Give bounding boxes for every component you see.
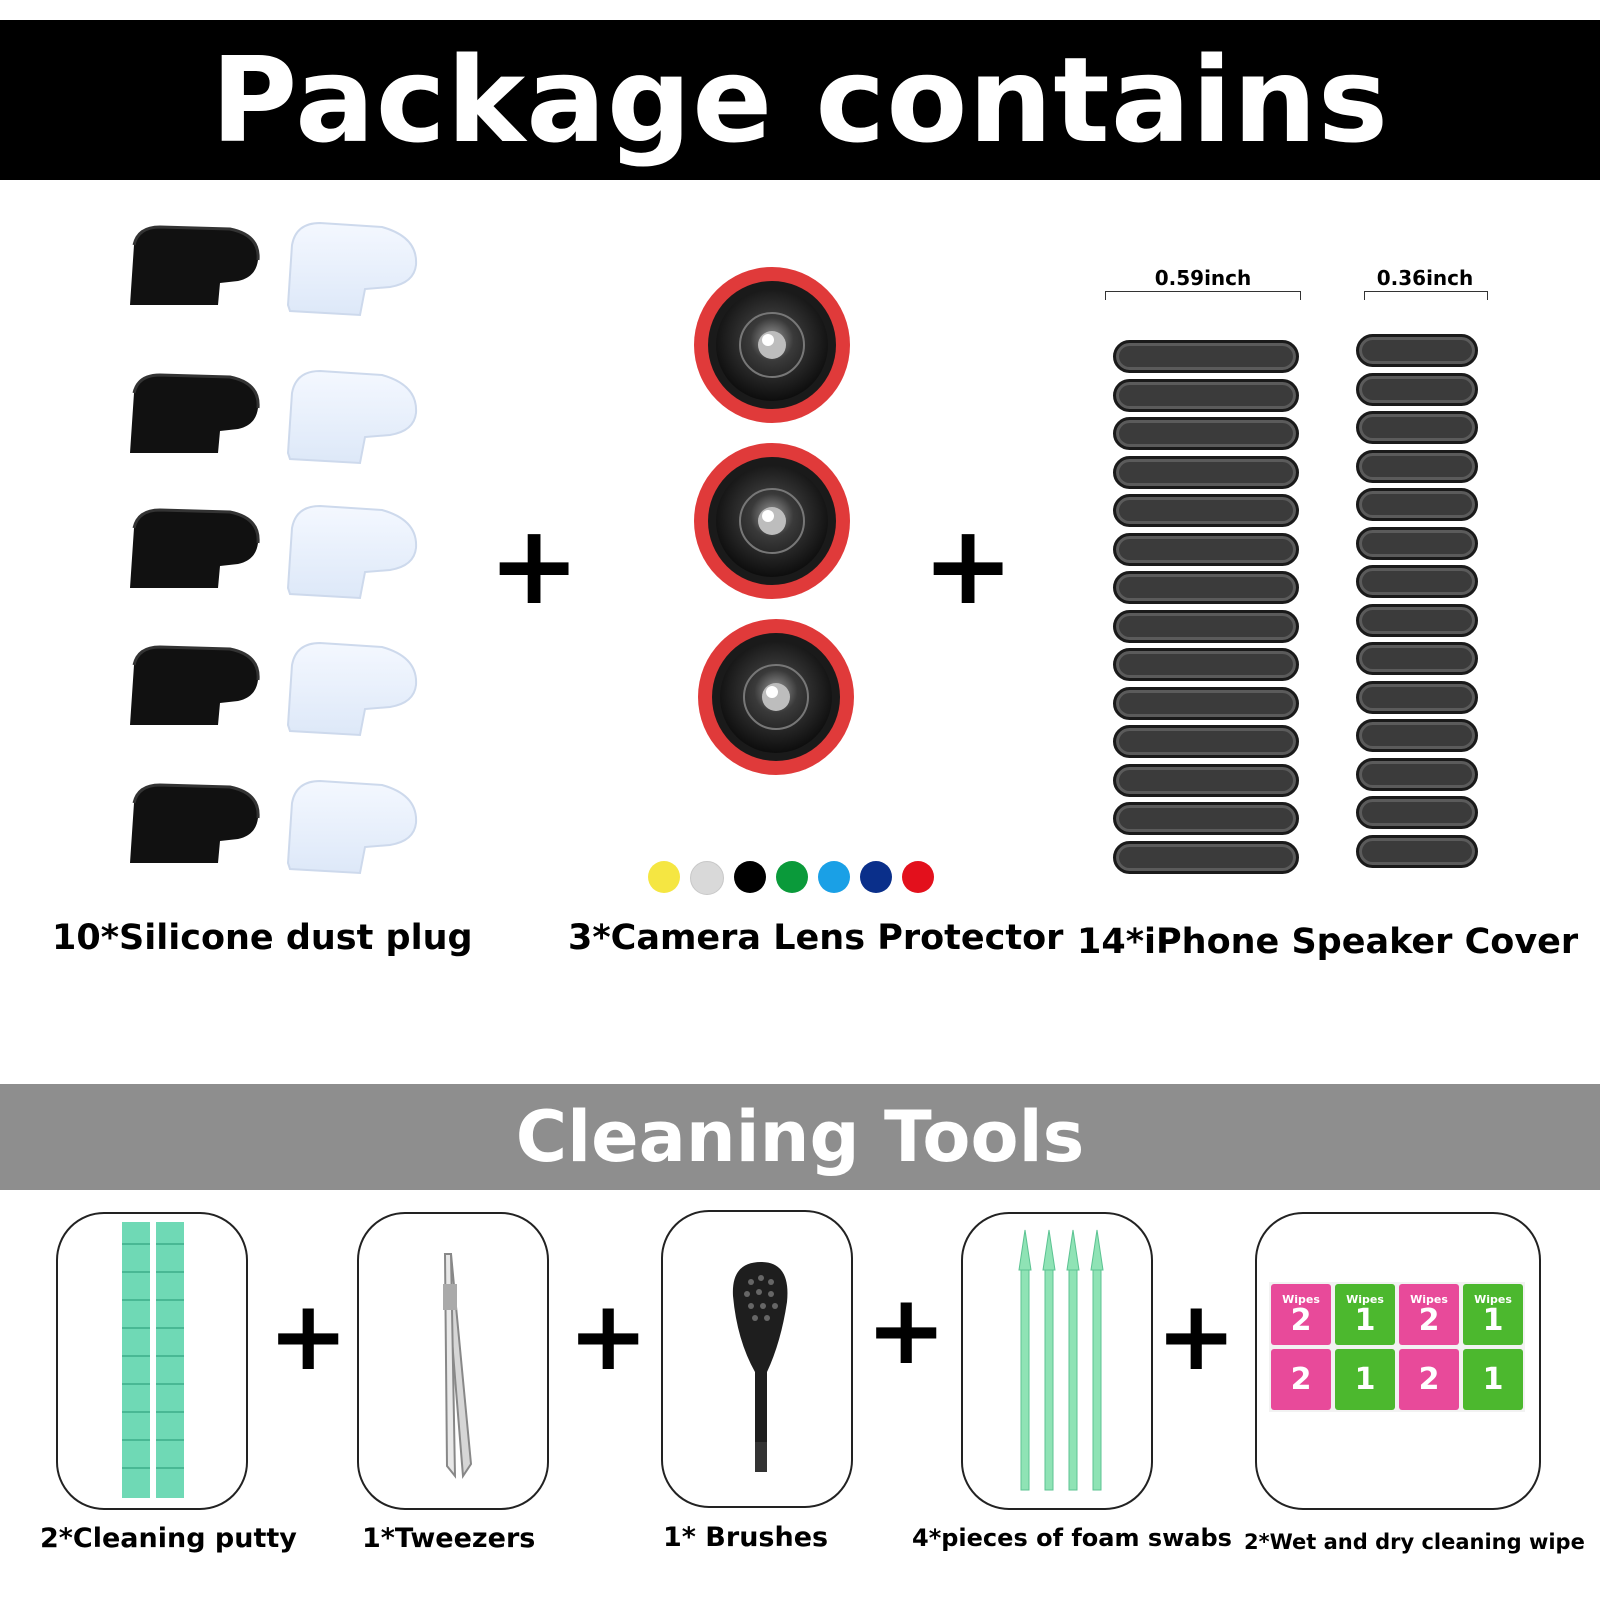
lens-caption: 3*Camera Lens Protector xyxy=(568,918,1064,958)
speaker-cover xyxy=(1356,603,1478,637)
foam-swabs-caption: 4*pieces of foam swabs xyxy=(912,1524,1232,1552)
lens-protector xyxy=(694,267,850,423)
swatch-green xyxy=(776,861,808,893)
wipe-packet: 2 xyxy=(1271,1349,1331,1410)
cleaning-tools-title: Cleaning Tools xyxy=(515,1096,1085,1178)
speaker-cover xyxy=(1356,565,1478,598)
narrow-dimension-label: 0.36inch xyxy=(1376,266,1474,290)
speaker-cover xyxy=(1113,571,1299,604)
speaker-cover xyxy=(1113,340,1299,373)
cleaning-tools-banner: Cleaning Tools xyxy=(0,1084,1600,1190)
plus-sign: + xyxy=(568,1280,649,1392)
plus-sign: + xyxy=(922,501,1015,629)
tweezers-box xyxy=(357,1212,549,1510)
speaker-cover xyxy=(1356,834,1478,868)
tweezers-icon xyxy=(443,1253,473,1479)
tweezers-caption: 1*Tweezers xyxy=(362,1523,536,1554)
brushes-box xyxy=(661,1210,853,1508)
swatch-gray xyxy=(690,861,724,895)
wipe-packet: 1 xyxy=(1463,1349,1523,1410)
package-contains-banner: Package contains xyxy=(0,20,1600,180)
banner-title: Package contains xyxy=(210,31,1390,169)
wide-dimension-line xyxy=(1105,291,1301,300)
dust-plug-pair xyxy=(130,221,418,317)
camera-lens-illustration xyxy=(693,267,855,776)
speaker-cover xyxy=(1356,796,1478,829)
wipe-number: 1 xyxy=(1354,1303,1376,1338)
wipe-label: Wipes xyxy=(1346,1293,1384,1306)
wipe-number: 2 xyxy=(1290,1361,1312,1397)
plus-sign: + xyxy=(866,1274,947,1386)
speaker-cover xyxy=(1113,686,1299,720)
speaker-cover xyxy=(1113,609,1299,643)
speaker-cover xyxy=(1113,840,1299,874)
swatch-light-blue xyxy=(818,861,850,893)
speaker-cover xyxy=(1356,757,1478,791)
color-swatches xyxy=(648,861,934,895)
speaker-cover xyxy=(1356,372,1478,406)
wipe-label: Wipes xyxy=(1410,1293,1448,1306)
speaker-cover xyxy=(1356,642,1478,675)
speaker-cover xyxy=(1356,526,1478,560)
cleaning-putty-illustration xyxy=(122,1221,185,1499)
wipe-number: 1 xyxy=(1354,1361,1376,1397)
swatch-red xyxy=(902,861,934,893)
plus-sign: + xyxy=(268,1280,349,1392)
speaker-cover xyxy=(1356,719,1478,752)
speaker-cover xyxy=(1113,763,1299,797)
wipe-number: 2 xyxy=(1290,1303,1312,1338)
speaker-cover xyxy=(1356,488,1478,521)
wide-dimension-label: 0.59inch xyxy=(1154,266,1252,290)
wipe-number: 2 xyxy=(1418,1361,1440,1397)
speaker-cover xyxy=(1356,411,1478,444)
brushes-caption: 1* Brushes xyxy=(663,1522,829,1553)
speaker-cover-caption: 14*iPhone Speaker Cover xyxy=(1077,922,1579,962)
cleaning-putty-box xyxy=(56,1212,248,1510)
wipe-number: 2 xyxy=(1418,1303,1440,1338)
wipes-caption: 2*Wet and dry cleaning wipe xyxy=(1244,1530,1585,1554)
speaker-cover xyxy=(1113,417,1299,450)
plus-sign: + xyxy=(488,501,581,629)
speaker-cover xyxy=(1356,334,1478,367)
dust-plugs-illustration xyxy=(128,221,418,875)
speaker-cover xyxy=(1356,449,1478,483)
narrow-dimension-line xyxy=(1364,291,1488,300)
speaker-cover xyxy=(1113,532,1299,566)
speaker-cover xyxy=(1113,455,1299,489)
speaker-cover xyxy=(1113,725,1299,758)
dust-plug-caption: 10*Silicone dust plug xyxy=(52,918,473,958)
wipe-packet: 1 xyxy=(1335,1349,1395,1410)
plus-sign: + xyxy=(1156,1280,1237,1392)
speaker-cover xyxy=(1113,378,1299,412)
foam-swabs-illustration xyxy=(1018,1229,1104,1491)
foam-swabs-box xyxy=(961,1212,1153,1510)
wipe-number: 1 xyxy=(1482,1303,1504,1338)
swatch-navy xyxy=(860,861,892,893)
swatch-yellow xyxy=(648,861,680,893)
wipe-packet: 2 xyxy=(1399,1349,1459,1410)
speaker-cover xyxy=(1113,802,1299,835)
speaker-cover xyxy=(1113,494,1299,527)
wipe-label: Wipes xyxy=(1474,1293,1512,1306)
brush-icon xyxy=(732,1262,788,1472)
wipe-number: 1 xyxy=(1482,1361,1504,1397)
swatch-black xyxy=(734,861,766,893)
speaker-cover xyxy=(1113,648,1299,681)
speaker-cover xyxy=(1356,680,1478,714)
putty-caption: 2*Cleaning putty xyxy=(40,1523,297,1554)
wipe-label: Wipes xyxy=(1282,1293,1320,1306)
